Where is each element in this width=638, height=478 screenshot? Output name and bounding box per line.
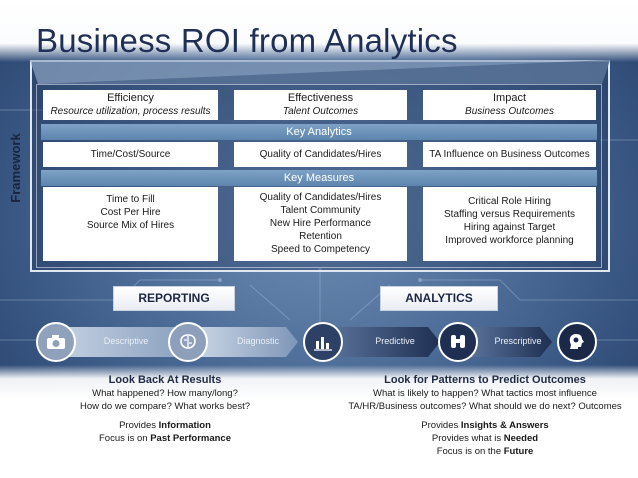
provides-bold: Insights & Answers [460, 420, 549, 431]
needed-bold: Needed [503, 433, 539, 444]
predictive-arrow [330, 327, 440, 357]
title-banner [0, 0, 638, 62]
efficiency-key-measures: Time to Fill Cost Per Hire Source Mix of… [43, 187, 218, 261]
head-gears-icon [557, 322, 597, 362]
impact-subheading: Business Outcomes [465, 106, 554, 117]
needed-prefix: Provides what is [431, 433, 504, 444]
bar-chart-icon [303, 322, 343, 362]
reporting-pill: REPORTING [113, 286, 235, 311]
key-analytics-band: Key Analytics [41, 124, 597, 140]
framework-label: Framework [8, 133, 23, 203]
framework-inner-frame [36, 84, 602, 268]
effectiveness-heading-box: Effectiveness Talent Outcomes [234, 90, 407, 120]
focus-past: Focus is on Past Performance [40, 432, 290, 445]
provides-insights: Provides Insights & Answers [336, 419, 634, 432]
effectiveness-heading: Effectiveness [287, 92, 354, 104]
predict-section: Look for Patterns to Predict Outcomes Wh… [336, 374, 634, 458]
prescriptive-label: Prescriptive [494, 336, 542, 346]
key-measures-band: Key Measures [41, 170, 597, 186]
page-title: Business ROI from Analytics [36, 22, 458, 59]
provides-prefix: Provides [421, 420, 461, 431]
provides-bold: Information [158, 420, 211, 431]
effectiveness-subheading: Talent Outcomes [282, 106, 359, 117]
impact-heading-box: Impact Business Outcomes [423, 90, 596, 120]
measure-item: Critical Role Hiring [468, 196, 551, 207]
look-back-line-2: How do we compare? What works best? [79, 401, 251, 412]
provides-prefix: Provides [119, 420, 159, 431]
impact-key-analytics: TA Influence on Business Outcomes [423, 142, 596, 167]
effectiveness-key-measures: Quality of Candidates/Hires Talent Commu… [234, 187, 407, 261]
measure-item: Retention [299, 231, 342, 242]
prescriptive-arrow [470, 327, 552, 357]
predict-line-1: What is likely to happen? What tactics m… [373, 388, 597, 399]
provides-information: Provides Information [40, 419, 290, 432]
measure-item: Talent Community [280, 205, 361, 216]
brain-icon [168, 322, 208, 362]
diagnostic-arrow [200, 327, 298, 357]
predict-line-2: TA/HR/Business outcomes? What should we … [348, 401, 622, 412]
camera-icon [36, 322, 76, 362]
impact-heading: Impact [492, 92, 526, 104]
effectiveness-key-analytics: Quality of Candidates/Hires [234, 142, 407, 167]
look-back-line-1: What happened? How many/long? [92, 388, 238, 399]
diagnostic-label: Diagnostic [236, 336, 280, 346]
look-back-heading: Look Back At Results [108, 374, 222, 386]
efficiency-key-analytics-text: Time/Cost/Source [90, 149, 171, 160]
focus-bold: Future [503, 446, 534, 457]
bottom-panel [0, 365, 638, 478]
descriptive-label: Descriptive [103, 336, 149, 346]
efficiency-subheading: Resource utilization, process results [50, 106, 211, 117]
frame-bevel [30, 60, 610, 84]
measure-item: Staffing versus Requirements [444, 209, 575, 220]
predictive-label: Predictive [375, 336, 415, 346]
measure-item: Time to Fill [106, 194, 155, 205]
efficiency-heading-box: Efficiency Resource utilization, process… [43, 90, 218, 120]
focus-prefix: Focus is on [98, 433, 151, 444]
provides-needed: Provides what is Needed [336, 432, 634, 445]
measure-item: New Hire Performance [269, 218, 372, 229]
effectiveness-key-analytics-text: Quality of Candidates/Hires [259, 149, 382, 160]
focus-future: Focus is on the Future [336, 445, 634, 458]
measure-item: Source Mix of Hires [86, 220, 175, 231]
measure-item: Quality of Candidates/Hires [259, 192, 382, 203]
efficiency-heading: Efficiency [107, 92, 154, 104]
measure-item: Cost Per Hire [100, 207, 161, 218]
measure-item: Speed to Competency [271, 244, 370, 255]
focus-bold: Past Performance [150, 433, 231, 444]
impact-key-measures: Critical Role Hiring Staffing versus Req… [423, 187, 596, 261]
analytics-pill: ANALYTICS [380, 286, 498, 311]
focus-prefix: Focus is on the [436, 446, 504, 457]
measure-item: Improved workforce planning [445, 235, 574, 246]
impact-key-analytics-text: TA Influence on Business Outcomes [429, 149, 590, 160]
binoculars-icon [438, 322, 478, 362]
measure-item: Hiring against Target [463, 222, 556, 233]
efficiency-key-analytics: Time/Cost/Source [43, 142, 218, 167]
predict-heading: Look for Patterns to Predict Outcomes [384, 374, 586, 386]
look-back-section: Look Back At Results What happened? How … [40, 374, 290, 445]
